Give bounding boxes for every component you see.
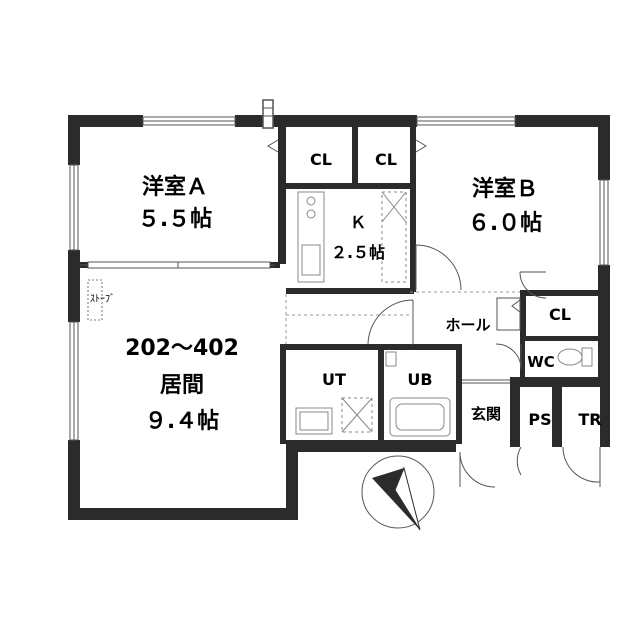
kitchen-fixtures <box>297 191 407 283</box>
room-pipe-space: PS <box>528 410 551 429</box>
vent <box>262 99 274 129</box>
sliding-door-a <box>80 261 275 269</box>
room-utility: UT <box>322 370 346 389</box>
room-unit-bath: UB <box>407 370 432 389</box>
room-western-b-size: ６.０帖 <box>468 211 542 236</box>
closet-doors <box>267 139 521 313</box>
room-western-a-name: 洋室Ａ <box>142 174 208 200</box>
room-western-b-name: 洋室Ｂ <box>472 176 538 202</box>
door-swings <box>367 244 601 488</box>
room-western-a-size: ５.５帖 <box>138 207 212 232</box>
outer-walls <box>68 115 610 520</box>
room-closet-1: CL <box>310 150 332 169</box>
room-living-size: ９.４帖 <box>145 409 219 434</box>
room-living-name: 居間 <box>160 373 204 398</box>
room-entrance: 玄関 <box>471 405 501 423</box>
toilet-fixture <box>557 347 593 367</box>
stove-label: ｽﾄｰﾌﾞ <box>90 293 115 305</box>
room-hall: ホール <box>445 316 490 334</box>
room-closet-2: CL <box>375 150 397 169</box>
room-closet-3: CL <box>549 305 571 324</box>
room-trunk-room: TR <box>578 410 601 429</box>
utility-fixtures <box>295 397 373 435</box>
room-kitchen-name: Ｋ <box>350 213 366 232</box>
north-arrow-icon <box>361 455 435 531</box>
unit-range: 202～402 <box>125 336 239 361</box>
stove-fixture <box>87 279 103 321</box>
room-toilet: WC <box>527 353 555 371</box>
dashed-boundaries <box>285 291 520 344</box>
hall-step <box>462 379 510 384</box>
windows <box>69 116 609 441</box>
bath-fixtures <box>385 351 451 437</box>
room-kitchen-size: ２.５帖 <box>331 243 385 262</box>
